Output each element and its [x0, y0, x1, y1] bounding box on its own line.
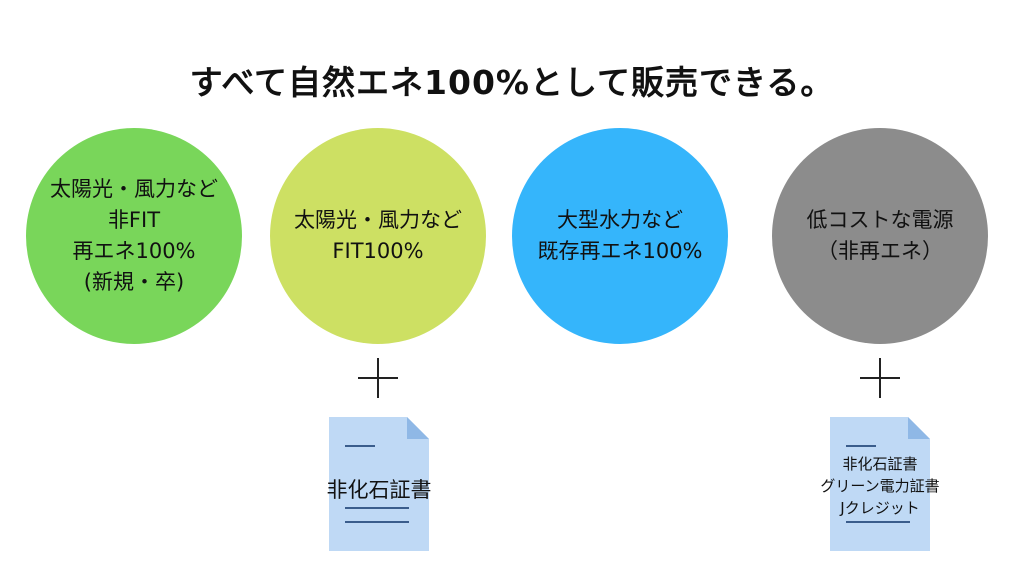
plus-icon — [860, 358, 900, 398]
circle-line: 非FIT — [107, 208, 161, 232]
circle-existing-hydro: 大型水力など 既存再エネ100% — [512, 128, 728, 344]
plus-icon — [358, 358, 398, 398]
circle-low-cost-power: 低コストな電源 （非再エネ） — [772, 128, 988, 344]
circle-line: 再エネ100% — [72, 239, 196, 263]
document-icon: 非化石証書 — [326, 417, 432, 551]
certificate-label: 非化石証書 — [842, 455, 918, 473]
circle-line: (新規・卒) — [83, 270, 185, 294]
document-icon: 非化石証書 グリーン電力証書 Jクレジット — [820, 417, 940, 551]
circle-line: 既存再エネ100% — [537, 239, 703, 263]
circle-fit-renewable: 太陽光・風力など FIT100% — [270, 128, 486, 344]
circle-non-fit-renewable: 太陽光・風力など 非FIT 再エネ100% (新規・卒) — [26, 128, 242, 344]
certificate-label: Jクレジット — [840, 499, 920, 517]
circle-line: 太陽光・風力など — [50, 177, 218, 201]
circle-line: （非再エネ） — [817, 239, 943, 263]
page-title: すべて自然エネ100%として販売できる。 — [189, 63, 835, 102]
certificate-list: 非化石証書 グリーン電力証書 Jクレジット — [820, 453, 939, 519]
circle-line: 低コストな電源 — [806, 208, 954, 232]
circle-line: 太陽光・風力など — [294, 208, 462, 232]
certificate-label: 非化石証書 — [326, 478, 432, 502]
circle-line: 大型水力など — [557, 208, 683, 232]
circle-line: FIT100% — [332, 239, 424, 263]
certificate-label: グリーン電力証書 — [820, 477, 940, 495]
